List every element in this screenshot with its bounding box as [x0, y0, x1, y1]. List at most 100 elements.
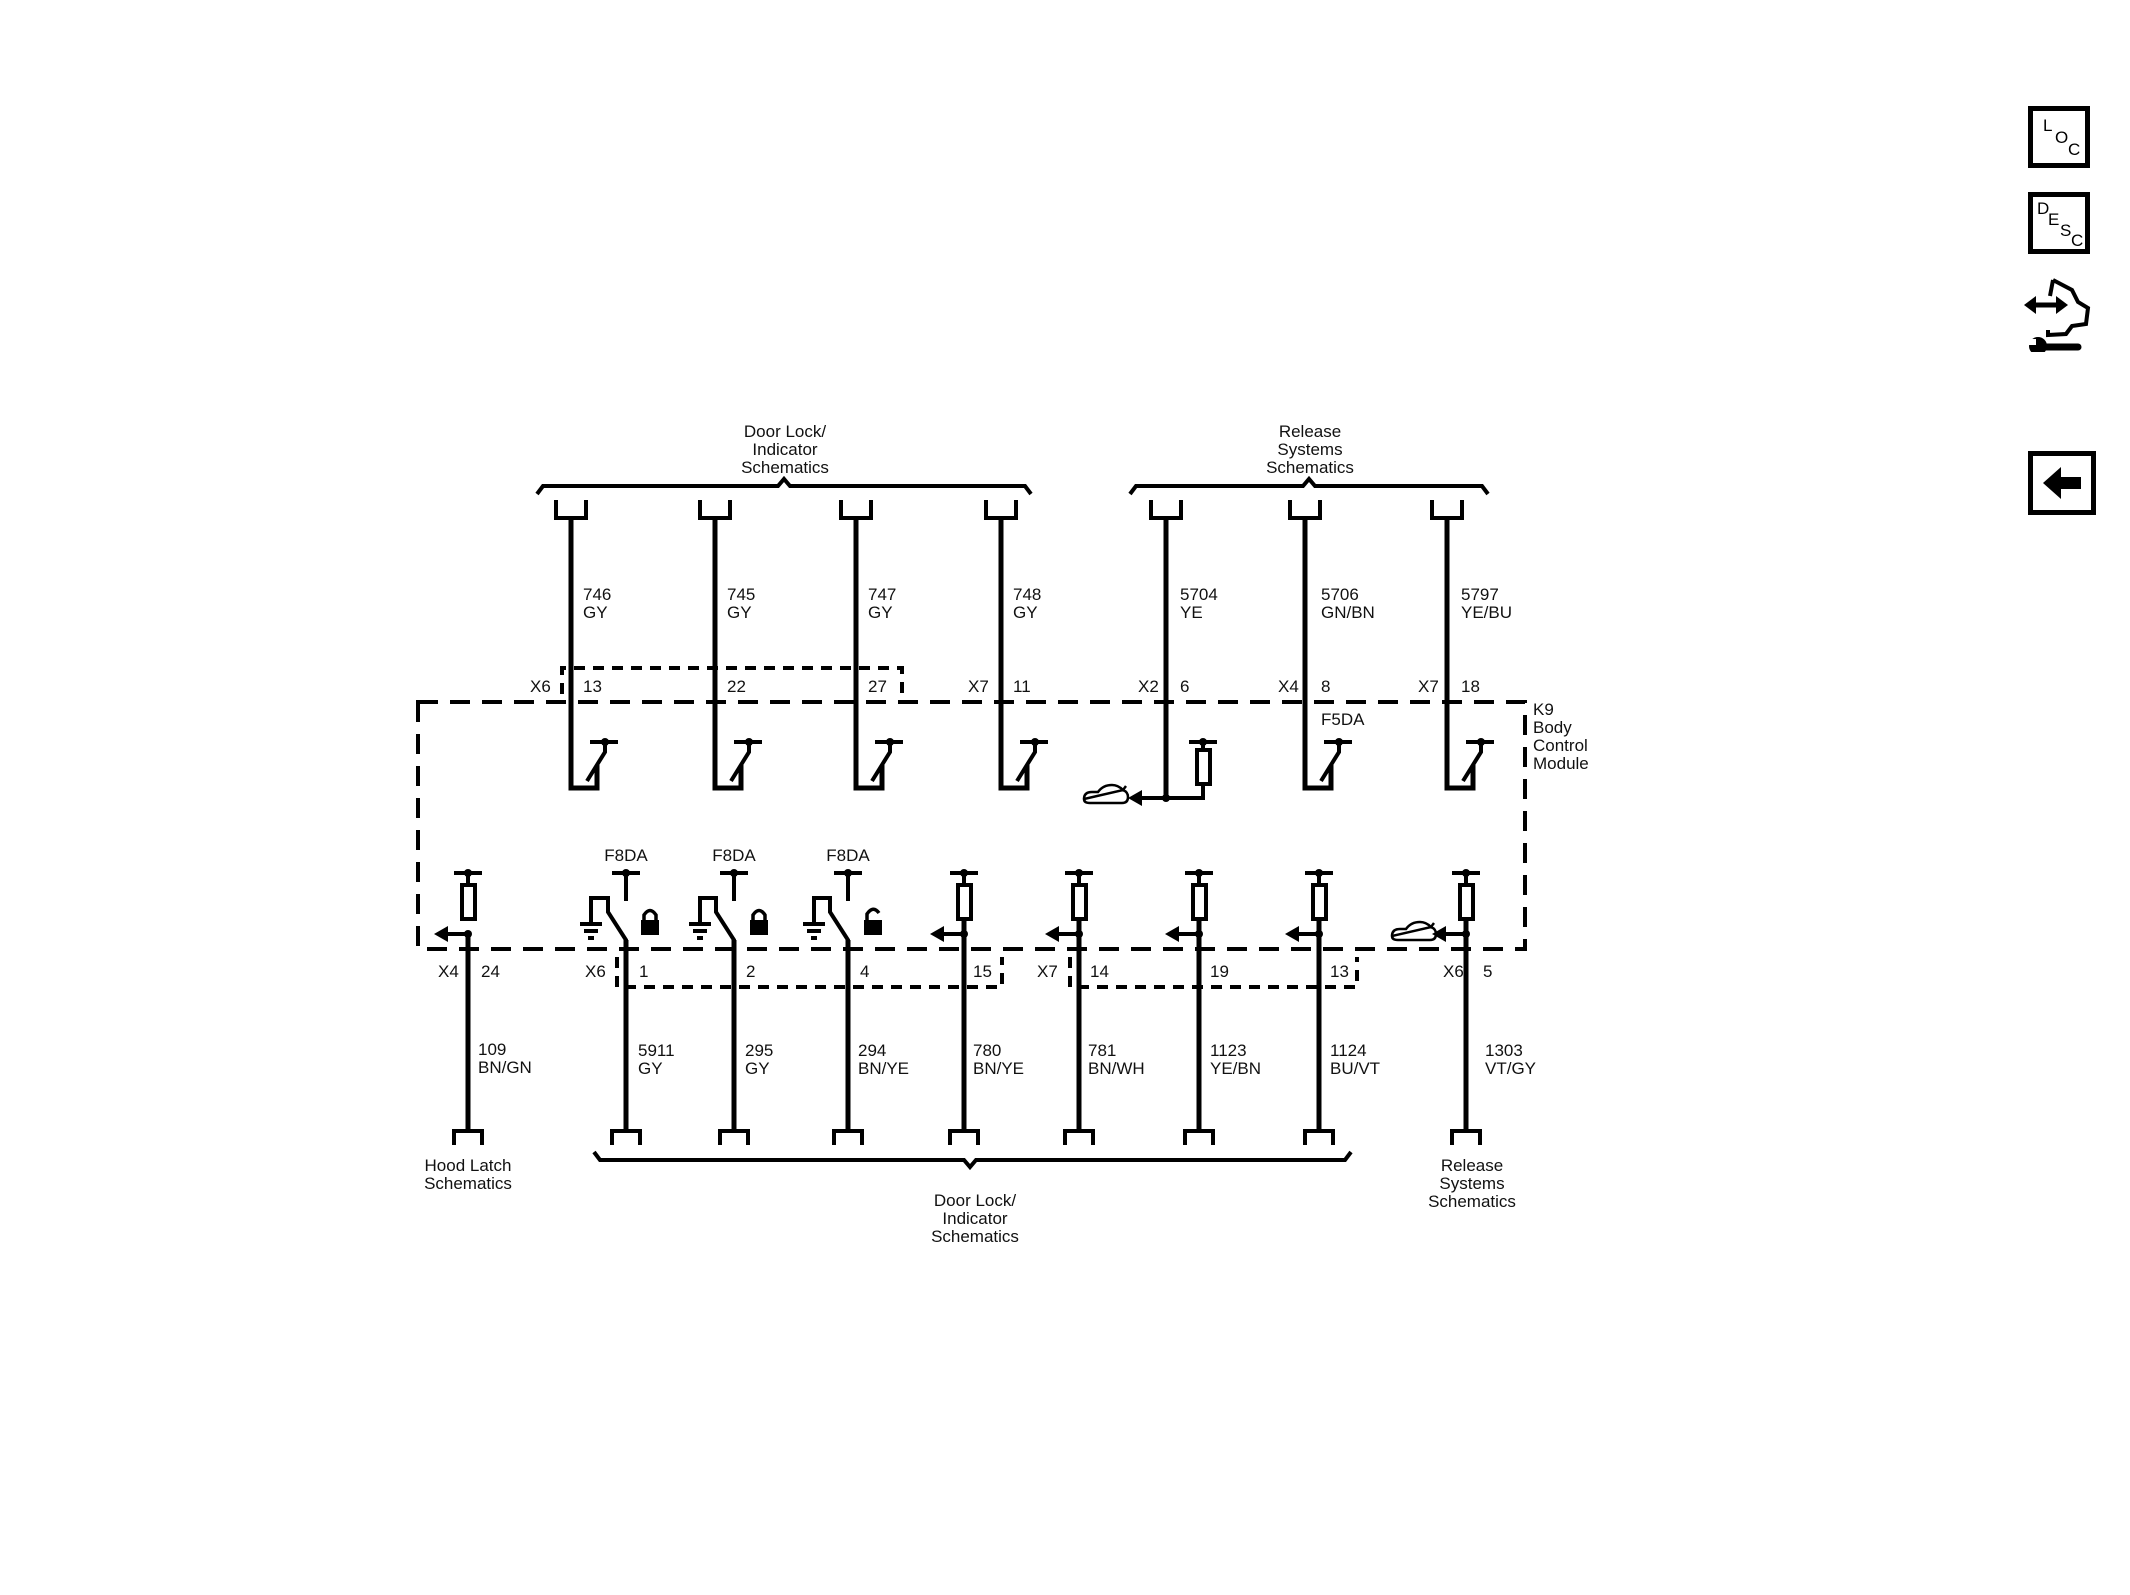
svg-text:19: 19 — [1210, 962, 1229, 981]
svg-text:Control: Control — [1533, 736, 1588, 755]
svg-text:5911: 5911 — [638, 1041, 675, 1060]
hood-latch-schematics-link[interactable]: Hood Latch Schematics — [424, 1156, 512, 1193]
svg-text:GY: GY — [583, 603, 608, 622]
unlock-icon — [864, 907, 882, 935]
svg-text:F8DA: F8DA — [712, 846, 756, 865]
svg-text:13: 13 — [1330, 962, 1349, 981]
loc-letter-o: O — [2055, 128, 2069, 147]
svg-text:X6: X6 — [1443, 962, 1464, 981]
svg-text:780: 780 — [973, 1041, 1001, 1060]
top-wires — [568, 518, 1476, 798]
svg-text:22: 22 — [727, 677, 746, 696]
bottom-door-lock-schematics-link[interactable]: Door Lock/ Indicator Schematics — [931, 1191, 1019, 1246]
svg-text:BN/YE: BN/YE — [858, 1059, 909, 1078]
top-switch-symbols — [585, 738, 1494, 783]
svg-text:X7: X7 — [1037, 962, 1058, 981]
svg-text:GY: GY — [868, 603, 893, 622]
svg-text:Systems: Systems — [1277, 440, 1342, 459]
svg-text:748: 748 — [1013, 585, 1041, 604]
svg-text:X6: X6 — [585, 962, 606, 981]
svg-text:X6: X6 — [530, 677, 551, 696]
svg-text:BU/VT: BU/VT — [1330, 1059, 1380, 1078]
x6-top-connector-outline — [560, 666, 904, 694]
bottom-pin-labels: X4 24 X6 1 2 4 15 X7 14 19 13 X6 5 — [438, 962, 1492, 981]
svg-text:Indicator: Indicator — [942, 1209, 1008, 1228]
top-door-lock-brace — [535, 475, 1033, 496]
bottom-fuse-labels: F8DA F8DA F8DA — [604, 846, 870, 865]
vehicle-trunk-icon-bottom — [1390, 920, 1438, 942]
svg-text:YE/BN: YE/BN — [1210, 1059, 1261, 1078]
svg-text:5704: 5704 — [1180, 585, 1218, 604]
svg-text:Schematics: Schematics — [741, 458, 829, 477]
svg-text:F5DA: F5DA — [1321, 710, 1365, 729]
svg-text:6: 6 — [1180, 677, 1189, 696]
svg-text:Body: Body — [1533, 718, 1572, 737]
svg-text:746: 746 — [583, 585, 611, 604]
svg-text:13: 13 — [583, 677, 602, 696]
svg-text:GY: GY — [745, 1059, 770, 1078]
svg-text:GY: GY — [638, 1059, 663, 1078]
loc-button[interactable]: L O C — [2028, 106, 2090, 168]
svg-text:X4: X4 — [1278, 677, 1299, 696]
x7-bottom-connector-outline — [1068, 957, 1359, 989]
svg-text:YE: YE — [1180, 603, 1203, 622]
svg-text:747: 747 — [868, 585, 896, 604]
svg-text:5: 5 — [1483, 962, 1492, 981]
back-button[interactable] — [2028, 451, 2096, 515]
svg-text:Door Lock/: Door Lock/ — [744, 422, 826, 441]
svg-text:109: 109 — [478, 1040, 506, 1059]
svg-text:1303: 1303 — [1485, 1041, 1523, 1060]
svg-text:VT/GY: VT/GY — [1485, 1059, 1536, 1078]
svg-text:Schematics: Schematics — [1428, 1192, 1516, 1211]
top-release-systems-group-label[interactable]: Release Systems Schematics — [1266, 422, 1354, 477]
top-terminal-symbols — [554, 500, 1464, 520]
connector-repair-button[interactable] — [2020, 272, 2100, 355]
svg-text:Module: Module — [1533, 754, 1589, 773]
connector-repair-icon — [2024, 278, 2091, 355]
svg-text:1124: 1124 — [1330, 1041, 1367, 1060]
svg-text:294: 294 — [858, 1041, 886, 1060]
vehicle-trunk-icon — [1082, 783, 1130, 805]
loc-letter-l: L — [2043, 116, 2053, 135]
module-label[interactable]: K9 Body Control Module — [1533, 700, 1589, 773]
svg-text:X4: X4 — [438, 962, 459, 981]
svg-text:X7: X7 — [1418, 677, 1439, 696]
desc-letter-d: D — [2037, 199, 2050, 218]
svg-text:X2: X2 — [1138, 677, 1159, 696]
svg-text:YE/BU: YE/BU — [1461, 603, 1512, 622]
svg-text:18: 18 — [1461, 677, 1480, 696]
svg-text:BN/GN: BN/GN — [478, 1058, 532, 1077]
svg-text:2: 2 — [746, 962, 755, 981]
svg-text:Hood Latch: Hood Latch — [425, 1156, 512, 1175]
svg-text:Door Lock/: Door Lock/ — [934, 1191, 1016, 1210]
top-release-brace — [1128, 475, 1490, 496]
svg-text:4: 4 — [860, 962, 869, 981]
bottom-wires — [465, 919, 1469, 1133]
bottom-release-systems-schematics-link[interactable]: Release Systems Schematics — [1428, 1156, 1516, 1211]
body-control-module-boundary — [416, 700, 1527, 951]
svg-text:GN/BN: GN/BN — [1321, 603, 1375, 622]
svg-text:GY: GY — [1013, 603, 1038, 622]
top-door-lock-group-label[interactable]: Door Lock/ Indicator Schematics — [741, 422, 829, 477]
svg-text:8: 8 — [1321, 677, 1330, 696]
svg-text:Release: Release — [1279, 422, 1341, 441]
lock-switch-symbols — [580, 869, 862, 951]
loc-letter-c: C — [2068, 140, 2081, 159]
trunk-input-circuit — [1128, 738, 1217, 806]
svg-text:Schematics: Schematics — [931, 1227, 1019, 1246]
svg-text:11: 11 — [1013, 677, 1031, 696]
svg-text:K9: K9 — [1533, 700, 1554, 719]
bottom-door-lock-brace — [592, 1150, 1353, 1171]
svg-text:Schematics: Schematics — [424, 1174, 512, 1193]
desc-letter-c: C — [2071, 231, 2084, 250]
desc-button[interactable]: D E S C — [2028, 192, 2090, 254]
svg-text:14: 14 — [1090, 962, 1109, 981]
x6-bottom-connector-outline — [615, 957, 1004, 989]
svg-text:1123: 1123 — [1210, 1041, 1247, 1060]
desc-letter-e: E — [2048, 210, 2060, 229]
svg-text:Systems: Systems — [1439, 1174, 1504, 1193]
svg-text:Release: Release — [1441, 1156, 1503, 1175]
svg-text:GY: GY — [727, 603, 752, 622]
